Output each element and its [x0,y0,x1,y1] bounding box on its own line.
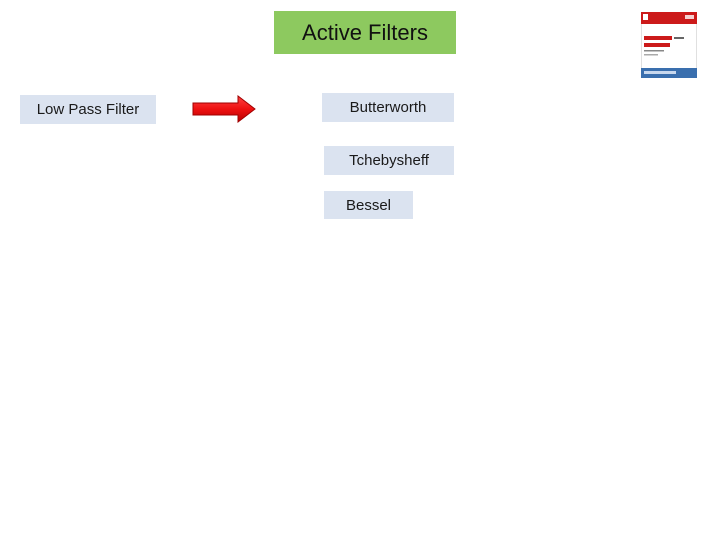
book-cover-thumbnail [641,12,697,78]
low-pass-filter-box: Low Pass Filter [20,95,156,124]
bessel-box: Bessel [324,191,413,219]
tchebysheff-label: Tchebysheff [349,152,429,169]
bessel-label: Bessel [345,196,392,214]
low-pass-filter-label: Low Pass Filter [36,101,140,118]
page-title: Active Filters [274,11,456,54]
butterworth-box: Butterworth [322,93,454,122]
tchebysheff-box: Tchebysheff [324,146,454,175]
page-title-text: Active Filters [302,19,428,45]
right-arrow-icon [192,95,256,123]
butterworth-label: Butterworth [349,99,427,116]
